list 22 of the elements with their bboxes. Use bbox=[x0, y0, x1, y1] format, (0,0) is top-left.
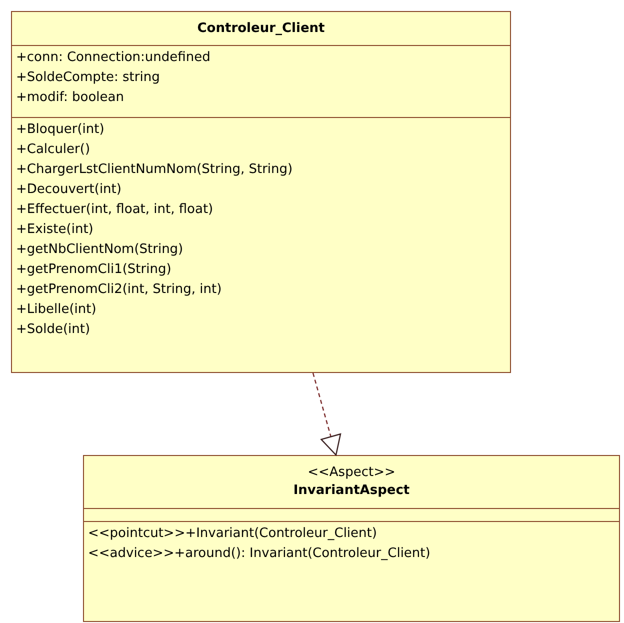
class-name: Controleur_Client bbox=[197, 20, 325, 38]
member-text: +getPrenomCli1(String) bbox=[16, 261, 172, 279]
class-box bbox=[11, 11, 511, 373]
member-text: +modif: boolean bbox=[16, 89, 125, 107]
stereotype: <<Aspect>> bbox=[308, 464, 396, 482]
member-text: +Libelle(int) bbox=[16, 301, 98, 319]
class-box bbox=[83, 455, 620, 622]
member-text: +Solde(int) bbox=[16, 321, 92, 339]
class-name: InvariantAspect bbox=[293, 482, 410, 500]
member-text: +Existe(int) bbox=[16, 221, 94, 239]
member-text: +getPrenomCli2(int, String, int) bbox=[16, 281, 223, 299]
realization-arrow bbox=[312, 372, 342, 456]
member-text: +Effectuer(int, float, int, float) bbox=[16, 201, 214, 219]
member-text: <<pointcut>>+Invariant(Controleur_Client) bbox=[88, 525, 378, 543]
member-text: +SoldeCompte: string bbox=[16, 69, 161, 87]
member-text: +conn: Connection:undefined bbox=[16, 49, 212, 67]
member-text: +Calculer() bbox=[16, 141, 92, 159]
member-text: +getNbClientNom(String) bbox=[16, 241, 184, 259]
member-text: +ChargerLstClientNumNom(String, String) bbox=[16, 161, 294, 179]
member-text: +Decouvert(int) bbox=[16, 181, 122, 199]
member-text: <<advice>>+around(): Invariant(Controleur_Client) bbox=[88, 545, 432, 563]
member-text: +Bloquer(int) bbox=[16, 121, 106, 139]
